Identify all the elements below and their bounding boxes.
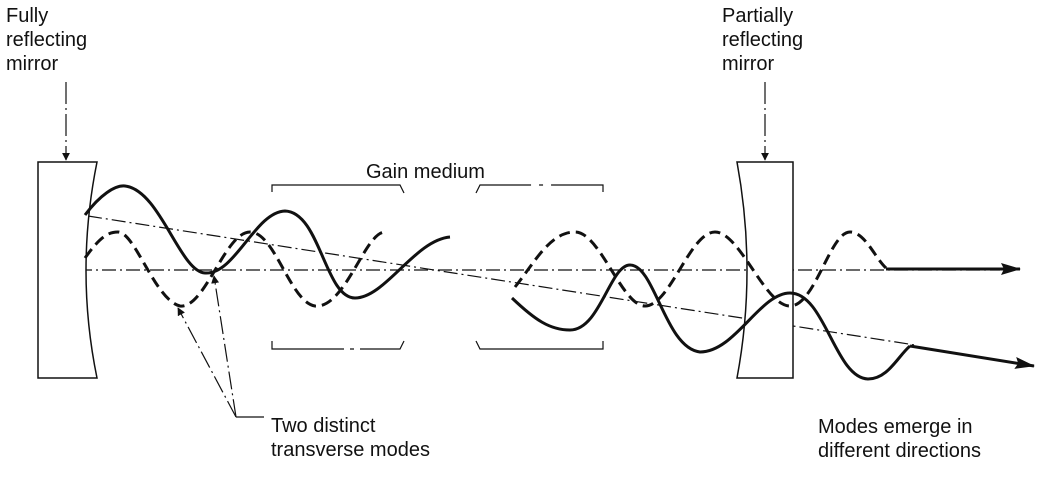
dashed-transverse-mode [83, 230, 888, 308]
fully-reflecting-mirror-label: Fully reflecting mirror [6, 5, 88, 75]
partially-reflecting-mirror-label: Partially reflecting mirror [722, 5, 804, 75]
partially-reflecting-mirror [736, 161, 794, 379]
gain-medium-outline [271, 184, 604, 350]
mode-leader-arrow-1 [177, 307, 237, 418]
modes-emerge-label: Modes emerge in different directions [818, 416, 982, 462]
gain-medium-label: Gain medium [366, 161, 485, 183]
solid-transverse-mode [83, 184, 912, 381]
output-beam-tilted [909, 344, 1035, 369]
two-modes-label: Two distinct transverse modes [271, 415, 430, 461]
mode-leader-arrow-2 [211, 275, 237, 418]
fully-reflecting-mirror [37, 161, 98, 379]
